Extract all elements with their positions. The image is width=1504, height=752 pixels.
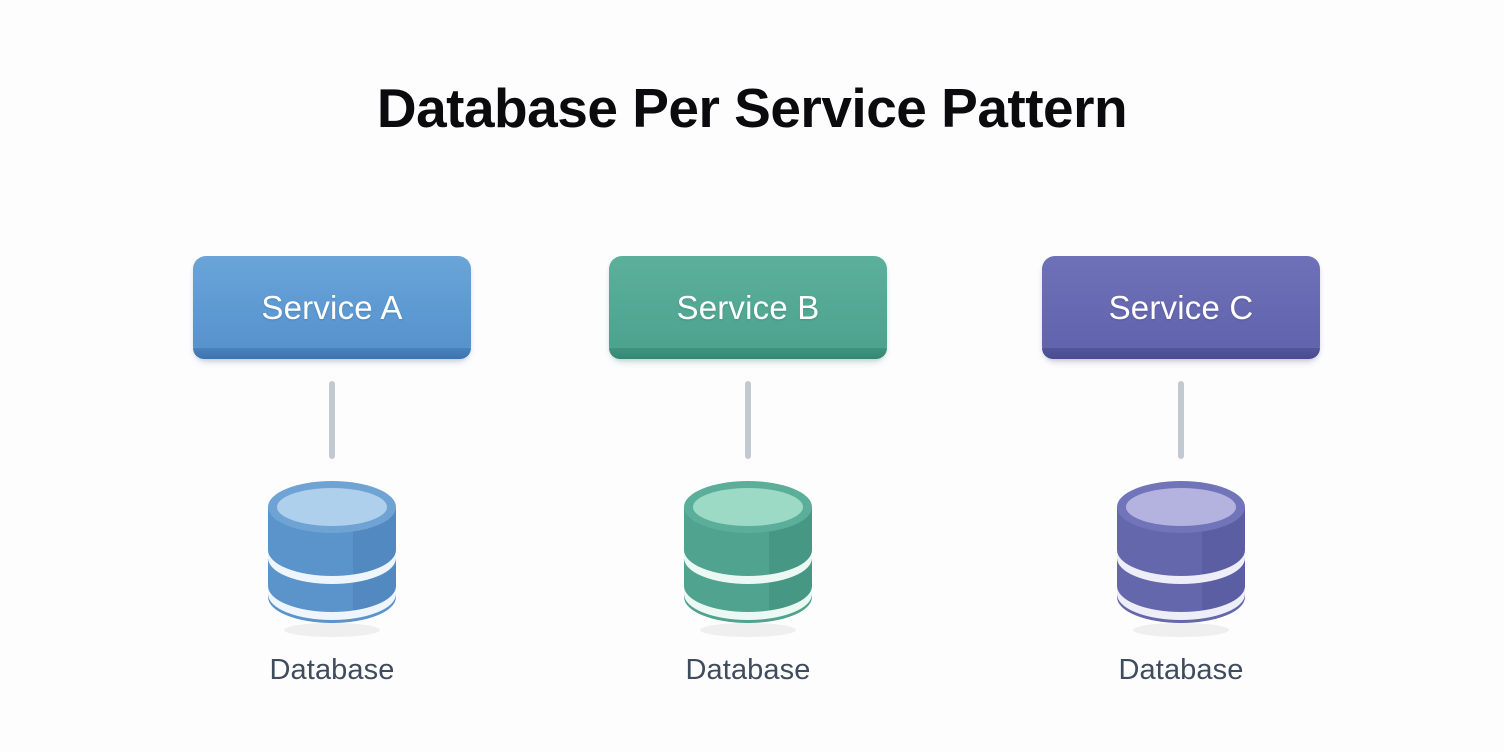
service-box-a[interactable]: Service A (193, 256, 471, 359)
service-column-c: Service C Database (1041, 256, 1321, 687)
page-title: Database Per Service Pattern (376, 77, 1128, 139)
service-box-b-label: Service B (676, 288, 820, 326)
connector-line-a (329, 381, 335, 459)
database-label-a: Database (269, 654, 395, 686)
database-icon (268, 481, 396, 637)
service-box-c-label: Service C (1108, 288, 1254, 326)
database-label-b: Database (685, 654, 811, 686)
service-box-b[interactable]: Service B (609, 256, 887, 359)
service-box-a-label: Service A (261, 288, 403, 326)
connector-line-b (745, 381, 751, 459)
service-column-a: Service A Database (192, 256, 472, 687)
database-cylinder-b[interactable] (681, 478, 815, 638)
database-cylinder-a[interactable] (265, 478, 399, 638)
database-label-c: Database (1118, 654, 1244, 686)
service-box-c[interactable]: Service C (1042, 256, 1320, 359)
service-column-b: Service B Database (608, 256, 888, 687)
database-cylinder-c[interactable] (1114, 478, 1248, 638)
connector-line-c (1178, 381, 1184, 459)
database-icon (1117, 481, 1245, 637)
database-icon (684, 481, 812, 637)
